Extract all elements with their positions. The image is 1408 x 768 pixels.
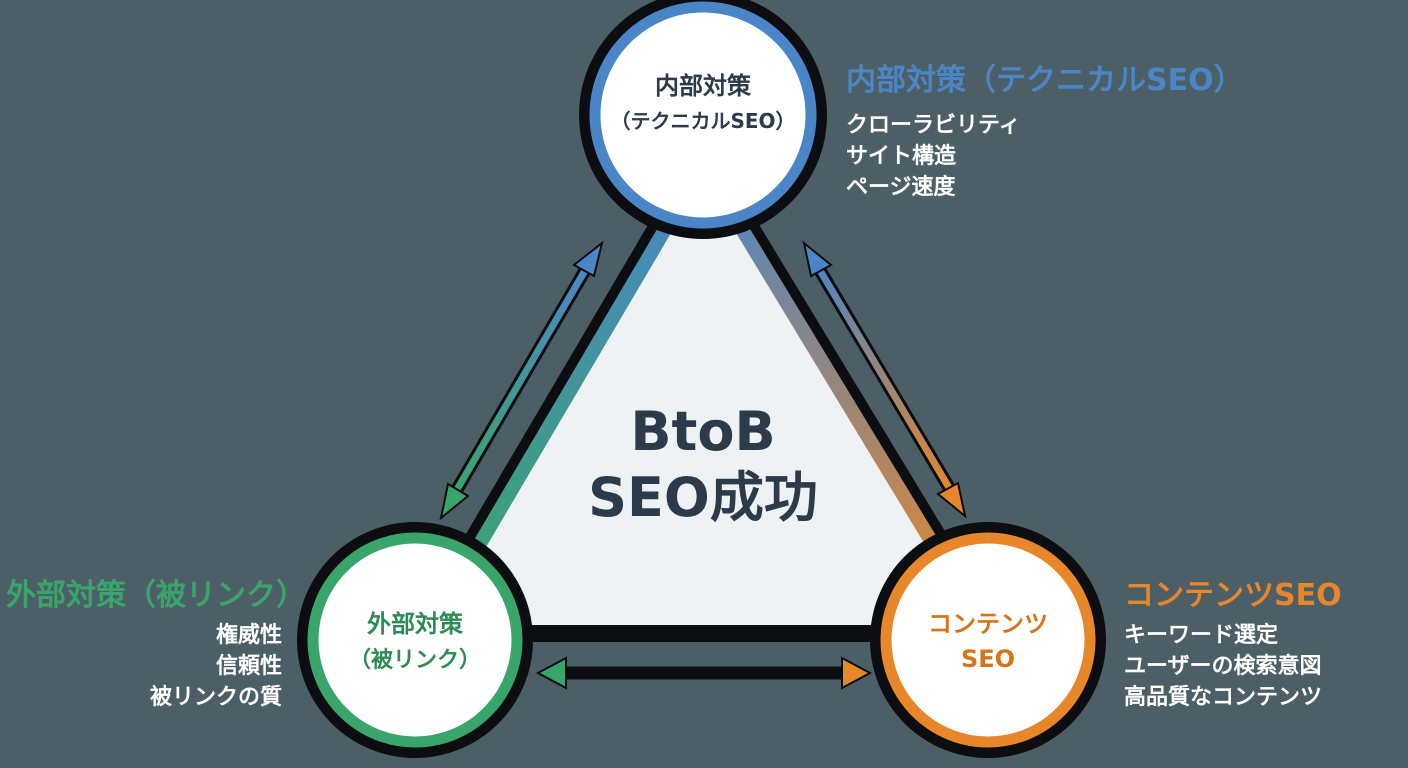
node-content-label-line1: コンテンツ [928, 610, 1048, 638]
node-technical-label-line1: 内部対策 [655, 72, 752, 100]
annotation-external-title: 外部対策（被リンク） [6, 578, 306, 613]
annotation-content-title: コンテンツSEO [1124, 578, 1342, 613]
arrow-technical-content [802, 240, 967, 519]
annotation-external-item-2: 信頼性 [215, 654, 282, 679]
annotation-external-item-1: 権威性 [215, 623, 282, 648]
node-technical-seo: 内部対策 （テクニカルSEO） [579, 0, 827, 239]
annotation-technical-title: 内部対策（テクニカルSEO） [846, 63, 1244, 98]
annotation-content-item-1: キーワード選定 [1124, 623, 1279, 648]
node-external-label-line2: （被リンク） [349, 648, 481, 673]
annotation-content-item-2: ユーザーの検索意図 [1124, 654, 1322, 679]
triangle-body [432, 165, 982, 625]
annotation-technical-item-3: ページ速度 [846, 175, 956, 200]
node-external-label-line1: 外部対策 [367, 610, 464, 638]
center-title-line1: BtoB [630, 400, 775, 463]
arrow-external-content [535, 656, 873, 690]
node-content-seo: コンテンツ SEO [870, 522, 1106, 758]
node-content-label-line2: SEO [961, 645, 1015, 673]
arrow-technical-external [439, 240, 604, 521]
annotation-content-item-3: 高品質なコンテンツ [1124, 685, 1323, 710]
node-technical-label-line2: （テクニカルSEO） [610, 109, 795, 133]
annotation-technical-item-2: サイト構造 [846, 144, 957, 169]
annotation-technical-item-1: クローラビリティ [846, 113, 1021, 138]
center-title-line2: SEO成功 [588, 466, 818, 529]
annotation-external-item-3: 被リンクの質 [149, 685, 282, 710]
node-external-seo: 外部対策 （被リンク） [297, 522, 533, 758]
